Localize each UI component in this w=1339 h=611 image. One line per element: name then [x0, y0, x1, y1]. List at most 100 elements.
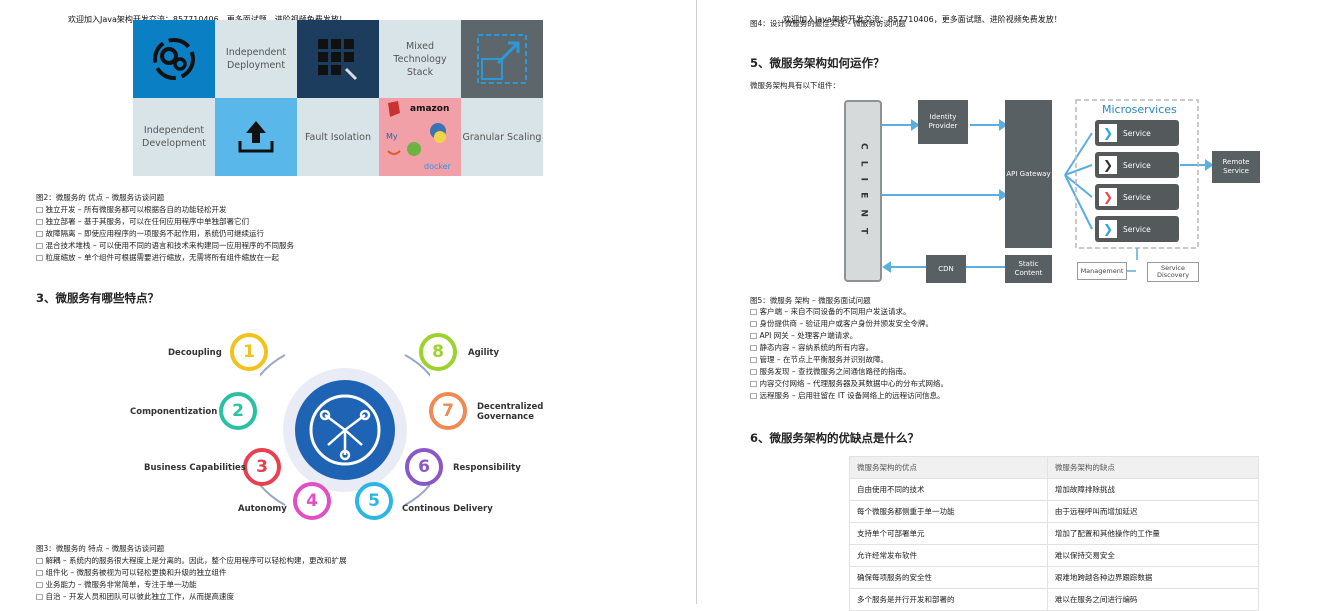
- pros-cons-table: 微服务架构的优点 微服务架构的缺点 自由使用不同的技术增加故障排除挑战 每个微服…: [849, 456, 1260, 611]
- chevron-right-icon: ❯: [1099, 156, 1117, 174]
- amazon-logo-text: amazon: [410, 104, 449, 114]
- feature-number-7: 7: [429, 392, 467, 430]
- feature-label-agility: Agility: [468, 348, 500, 358]
- list-item: 故障隔离 – 即使应用程序的一项服务不起作用，系统仍可继续运行: [36, 228, 294, 240]
- tile-gears: .tiles .tile-blue.notch::after{border-to…: [133, 20, 215, 106]
- list-item: 粒度缩放 – 单个组件可根据需要进行缩放，无需将所有组件缩放在一起: [36, 252, 294, 264]
- feature-label-continous-delivery: Continous Delivery: [402, 504, 493, 514]
- list-item: 解耦 – 系统内的服务很大程度上是分离的。因此，整个应用程序可以轻松构建，更改和…: [36, 555, 346, 567]
- feature-number-1: 1: [230, 333, 268, 371]
- watermark: 欢迎加入Java架构开发交流：857710406，更多面试题、进阶视频免费发放！: [783, 15, 1062, 24]
- client-box: C L I E N T: [844, 100, 882, 282]
- remote-service-box: Remote Service: [1212, 151, 1260, 183]
- column-header-cons: 微服务架构的缺点: [1046, 456, 1260, 479]
- service-label: Service: [1123, 128, 1151, 138]
- tile-mixed-technology: Mixed Technology Stack: [379, 20, 461, 98]
- tile-tech-logos: amazon My docker: [379, 98, 461, 176]
- tech-logos-icon: amazon My docker: [386, 101, 452, 171]
- microservices-title: Microservices: [1102, 103, 1177, 116]
- service-box: ❯ Service: [1095, 120, 1179, 146]
- upload-icon: [238, 121, 274, 153]
- grid-icon: [318, 39, 358, 81]
- table-row: 允许经常发布软件难以保持交易安全: [849, 544, 1260, 567]
- docker-logo-text: docker: [424, 162, 452, 171]
- section6-title: 6、微服务架构的优缺点是什么？: [750, 431, 919, 445]
- chevron-right-icon: ❯: [1099, 220, 1117, 238]
- scale-arrow-icon: [477, 34, 527, 84]
- tile-label: Independent Development: [142, 125, 206, 149]
- watermark: 欢迎加入Java架构开发交流：857710406，更多面试题、进阶视频免费发放！: [68, 14, 347, 25]
- table-cell: 难以保持交易安全: [1046, 544, 1260, 567]
- feature-label-business-capabilities: Business Capabilities: [144, 463, 246, 473]
- features-arc: [260, 354, 430, 506]
- column-header-pros: 微服务架构的优点: [849, 456, 1048, 479]
- management-box: Management: [1077, 262, 1127, 280]
- list-item: 服务发现 – 查找微服务之间通信路径的指南。: [750, 366, 948, 378]
- table-row: 自由使用不同的技术增加故障排除挑战: [849, 478, 1260, 501]
- feature-number-4: 4: [293, 482, 331, 520]
- feature-number-3: 3: [243, 448, 281, 486]
- service-box: ❯ Service: [1095, 184, 1179, 210]
- feature-label-decentralized-governance: Decentralized Governance: [477, 402, 544, 422]
- feature-number-5: 5: [355, 482, 393, 520]
- figure5-bullet-list: 客户端 – 来自不同设备的不同用户发送请求。 身份提供商 – 验证用户或客户身份…: [750, 306, 948, 402]
- cdn-box: CDN: [926, 255, 966, 283]
- chevron-right-icon: ❯: [1099, 124, 1117, 142]
- list-item: 远程服务 – 启用驻留在 IT 设备网络上的远程访问信息。: [750, 390, 948, 402]
- feature-label-componentization: Componentization: [130, 407, 218, 417]
- section3-title: 3、微服务有哪些特点？: [36, 291, 160, 305]
- static-content-box: Static Content: [1005, 255, 1052, 283]
- tile-independent-development: Independent Development: [133, 98, 215, 176]
- list-item: 管理 – 在节点上平衡服务并识别故障。: [750, 354, 948, 366]
- list-item: 内容交付网络 – 代理服务器及其数据中心的分布式网络。: [750, 378, 948, 390]
- figure5-caption: 图5：微服务 架构 – 微服务面试问题: [750, 296, 871, 305]
- table-cell: 确保每项服务的安全性: [849, 566, 1048, 589]
- list-item: 业务能力 – 微服务非常简单，专注于单一功能: [36, 579, 347, 591]
- feature-label-responsibility: Responsibility: [453, 463, 521, 473]
- table-row: 每个微服务都侧重于单一功能由于远程呼叫而增加延迟: [849, 500, 1260, 523]
- identity-provider-box: Identity Provider: [918, 100, 968, 144]
- service-label: Service: [1123, 192, 1151, 202]
- section5-title: 5、微服务架构如何运作？: [750, 56, 885, 70]
- list-item: 混合技术堆栈 – 可以使用不同的语言和技术来构建同一应用程序的不同服务: [36, 240, 294, 252]
- table-cell: 艰难地跨越各种边界跟踪数据: [1046, 566, 1260, 589]
- list-item: 自治 – 开发人员和团队可以彼此独立工作，从而提高速度: [36, 591, 347, 603]
- table-cell: 允许经常发布软件: [849, 544, 1048, 567]
- figure3-caption: 图3：微服务的 特点 – 微服务访谈问题: [36, 544, 165, 553]
- feature-number-6: 6: [405, 448, 443, 486]
- service-discovery-box: Service Discovery: [1147, 262, 1199, 282]
- list-item: 组件化 – 微服务被视为可以轻松更换和升级的独立组件: [36, 567, 347, 579]
- page-divider: [696, 0, 697, 604]
- figure3-bullet-list: 解耦 – 系统内的服务很大程度上是分离的。因此，整个应用程序可以轻松构建，更改和…: [36, 555, 347, 603]
- list-item: API 网关 – 处理客户端请求。: [750, 330, 948, 342]
- microservice-hub-icon: [319, 409, 371, 461]
- tile-scale: .tiles .tile-gray.notch::after{border-to…: [461, 20, 543, 106]
- feature-label-decoupling: Decoupling: [168, 348, 222, 358]
- table-cell: 难以在服务之间进行编码: [1046, 588, 1260, 611]
- figure2-bullet-list: 独立开发 – 所有微服务都可以根据各自的功能轻松开发 独立部署 – 基于其服务，…: [36, 204, 294, 264]
- service-label: Service: [1123, 224, 1151, 234]
- list-item: 独立开发 – 所有微服务都可以根据各自的功能轻松开发: [36, 204, 294, 216]
- table-cell: 增加了配置和其他操作的工作量: [1046, 522, 1260, 545]
- table-cell: 由于远程呼叫而增加延迟: [1046, 500, 1260, 523]
- list-item: 客户端 – 来自不同设备的不同用户发送请求。: [750, 306, 948, 318]
- table-row: 多个服务是并行开发和部署的难以在服务之间进行编码: [849, 588, 1260, 611]
- tile-label: Mixed Technology Stack: [393, 40, 447, 78]
- tile-upload: [215, 98, 297, 176]
- architecture-diagram-lines: [882, 99, 1214, 273]
- tile-granular-scaling: Granular Scaling: [461, 98, 543, 176]
- list-item: 独立部署 – 基于其服务，可以在任何应用程序中单独部署它们: [36, 216, 294, 228]
- mysql-logo-text: My: [386, 132, 398, 141]
- tile-independent-deployment: Independent Deployment: [215, 20, 297, 98]
- list-item: 身份提供商 – 验证用户或客户身份并颁发安全令牌。: [750, 318, 948, 330]
- service-box: ❯Service: [1095, 152, 1179, 178]
- gears-icon: [153, 38, 195, 80]
- chevron-right-icon: ❯: [1099, 188, 1117, 206]
- figure4-caption: 图4：设计微服务的最佳实践 – 微服务访谈问题: [750, 19, 906, 28]
- tile-label: Fault Isolation: [304, 131, 372, 143]
- section5-intro: 微服务架构具有以下组件：: [750, 81, 840, 90]
- table-cell: 支持单个可部署单元: [849, 522, 1048, 545]
- table-header-row: 微服务架构的优点 微服务架构的缺点: [849, 456, 1260, 479]
- tile-grid: .tiles .tile-dark.notch::after{border-to…: [297, 20, 379, 106]
- figure2-caption: 图2：微服务的 优点 – 微服务访谈问题: [36, 193, 165, 202]
